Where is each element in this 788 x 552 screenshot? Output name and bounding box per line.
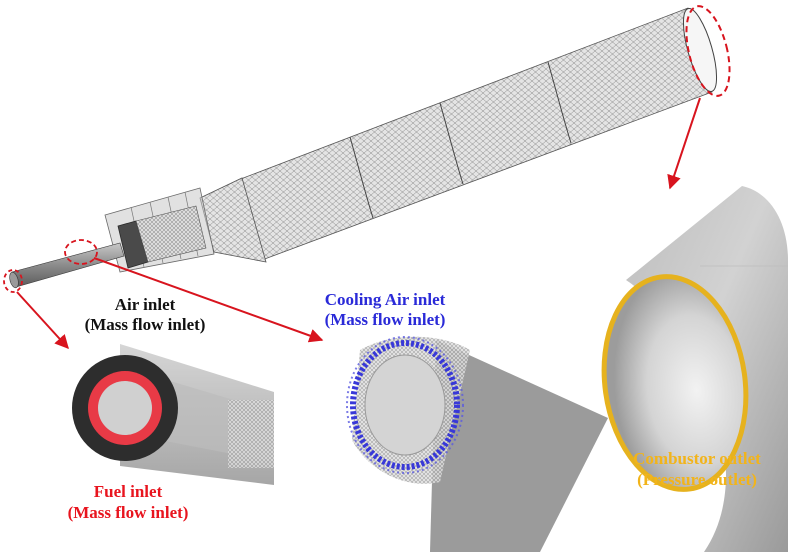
air-inlet-label-type: (Mass flow inlet)	[85, 315, 206, 334]
outlet-highlight-circle	[685, 5, 731, 97]
arrow-to-cooling-detail	[93, 257, 324, 343]
outlet-face	[682, 8, 718, 92]
fuel-tube-mesh-pattern	[228, 400, 274, 468]
mesh-section-line	[439, 102, 464, 185]
cooling-inner-face	[364, 354, 446, 456]
fuel-inlet-label-type: (Mass flow inlet)	[68, 503, 189, 522]
outlet-inner-face	[606, 278, 744, 488]
fuel-detail	[72, 344, 274, 485]
combustor-outlet-label-title: Combustor outlet	[633, 449, 761, 468]
mesh-section-line	[349, 136, 374, 219]
cooling-air-inlet-label-type: (Mass flow inlet)	[325, 310, 446, 329]
fuel-pipe-end	[9, 271, 19, 289]
cooling-air-inlet-label-title: Cooling Air inlet	[325, 290, 446, 309]
fuel-supply-pipe	[11, 242, 125, 288]
air-inlet-label: Air inlet (Mass flow inlet)	[85, 295, 206, 334]
fuel-inlet-label-title: Fuel inlet	[94, 482, 163, 501]
arrow-to-outlet-detail	[667, 97, 701, 190]
arrow-to-fuel-detail	[16, 291, 69, 350]
mesh-section-line	[547, 61, 572, 144]
cooling-detail	[346, 336, 608, 552]
combustor-outlet-label: Combustor outlet (Pressure outlet)	[633, 449, 761, 489]
cooling-air-inlet-label: Cooling Air inlet (Mass flow inlet)	[325, 290, 446, 329]
injector-mesh-band	[135, 205, 207, 263]
cooling-liner-block	[430, 340, 608, 552]
combustor-outlet-label-type: (Pressure outlet)	[637, 470, 757, 489]
cooling-ring	[350, 340, 460, 470]
combustor-mesh	[9, 7, 718, 289]
cooling-ring-outer	[346, 336, 464, 474]
fuel-inlet-label: Fuel inlet (Mass flow inlet)	[68, 482, 189, 522]
air-inlet-highlight-circle	[64, 239, 98, 265]
outlet-ring	[601, 274, 749, 492]
outlet-detail	[601, 186, 788, 552]
fuel-nozzle-face	[98, 381, 152, 435]
fuel-inlet-highlight-circle	[3, 269, 23, 293]
combustor-main-tube	[237, 7, 713, 261]
air-inlet-label-title: Air inlet	[115, 295, 176, 314]
